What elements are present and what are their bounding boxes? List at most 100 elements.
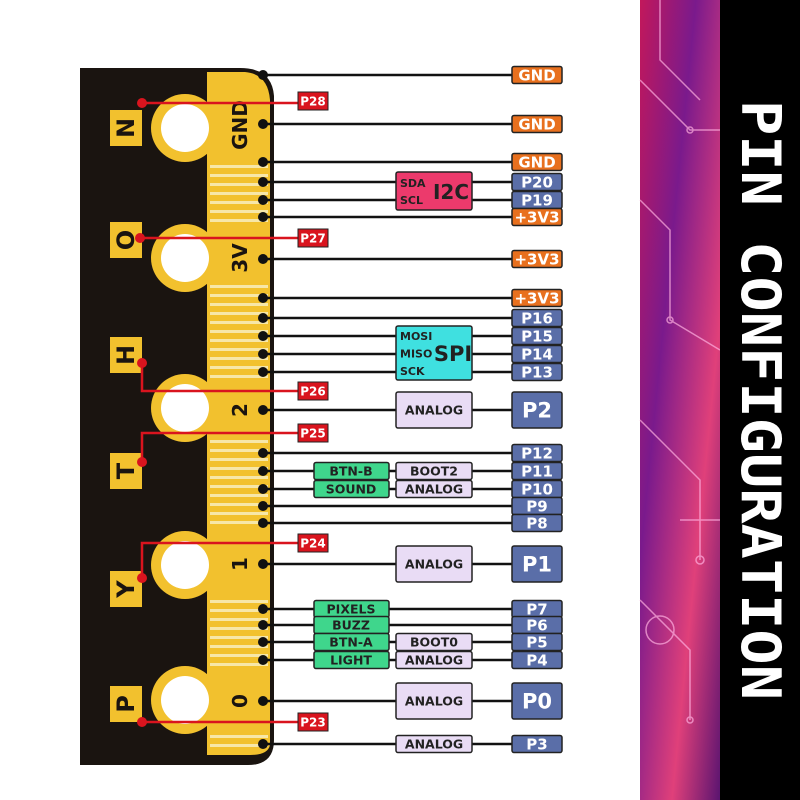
pin-dot [258, 349, 268, 359]
pin-dot [258, 655, 268, 665]
extra-pin-label: P24 [300, 537, 326, 551]
connector-stripe [210, 654, 268, 657]
pin-dot [258, 367, 268, 377]
connector-stripe [210, 294, 268, 297]
feature-box [313, 479, 390, 499]
pin-dot [258, 518, 268, 528]
extra-pin-label: P28 [300, 95, 326, 109]
function-label: ANALOG [405, 694, 463, 709]
connector-stripe [210, 183, 268, 186]
pin-badge [511, 545, 563, 583]
connector-stripe [210, 476, 268, 479]
pad-label: 1 [228, 557, 252, 571]
board-letter: P [112, 695, 140, 713]
pin-badge [511, 632, 563, 652]
pin-dot [258, 212, 268, 222]
pin-dot [258, 448, 268, 458]
pin-label: P19 [521, 192, 553, 210]
connector-stripe [210, 744, 268, 747]
pad-label: 3V [228, 243, 252, 273]
connector-stripe [210, 366, 268, 369]
function-label: ANALOG [405, 482, 463, 497]
pin-badge [511, 249, 563, 269]
pin-label: GND [518, 67, 555, 85]
pin-badge [511, 308, 563, 328]
pin-label: +3V3 [514, 251, 559, 269]
pin-label: GND [518, 116, 555, 134]
pin-label: P8 [526, 515, 547, 533]
i2c-label: I2C [433, 180, 469, 204]
extra-pin-dot [137, 717, 147, 727]
pin-badge [511, 461, 563, 481]
extra-pin-dot [137, 358, 147, 368]
pin-label: P12 [521, 445, 553, 463]
extra-pin-wire [140, 363, 298, 393]
pin-dot [258, 501, 268, 511]
extra-pin-wire [140, 431, 298, 462]
pin-label: P13 [521, 364, 553, 382]
connector-stripe [210, 303, 268, 306]
pin-badge [511, 207, 563, 227]
feature-label: LIGHT [330, 653, 372, 668]
pin-label: P7 [526, 601, 547, 619]
extra-pin-label: P26 [300, 385, 326, 399]
connector-stripe [210, 627, 268, 630]
pad-hole [161, 541, 209, 589]
function-box [395, 461, 473, 481]
pad-hole [161, 104, 209, 152]
connector-stripe [210, 645, 268, 648]
connector-stripe [210, 321, 268, 324]
connector-stripe [210, 165, 268, 168]
board-letter: Y [112, 580, 140, 599]
connector-stripe [210, 201, 268, 204]
i2c-box [395, 171, 473, 211]
pin-badge [511, 443, 563, 463]
title-strip [720, 0, 800, 800]
pin-label: P15 [521, 328, 553, 346]
circuit-artwork [640, 0, 720, 800]
pin-dot [258, 313, 268, 323]
pin-label: +3V3 [514, 290, 559, 308]
extra-pin-label: P27 [300, 232, 326, 246]
letter-box [110, 110, 142, 146]
pad-label: 2 [228, 403, 252, 417]
connector-stripe [210, 467, 268, 470]
page-title: PIN CONFIGURATION [729, 100, 792, 700]
pin-badge [511, 734, 563, 754]
function-box [395, 734, 473, 754]
pin-badge [511, 65, 563, 85]
connector-stripe [210, 357, 268, 360]
function-box [395, 391, 473, 429]
pin-dot [258, 254, 268, 264]
connector-stripe [210, 485, 268, 488]
connector-stripe [210, 210, 268, 213]
extra-pin-label: P25 [300, 427, 326, 441]
extra-pin-badge [297, 423, 329, 443]
function-label: BOOT2 [410, 464, 458, 479]
connector-stripe [210, 663, 268, 666]
pin-badge [511, 650, 563, 670]
pin-dot [258, 177, 268, 187]
pin-dot [258, 293, 268, 303]
pin-badge [511, 326, 563, 346]
pin-dot [258, 405, 268, 415]
pin-dot [258, 637, 268, 647]
connector-stripe [210, 440, 268, 443]
pin-dot [258, 696, 268, 706]
connector-stripe [210, 348, 268, 351]
pin-label: P2 [522, 399, 552, 423]
feature-box [313, 632, 390, 652]
function-box [395, 545, 473, 583]
pin-label: GND [518, 154, 555, 172]
board-letter: T [112, 462, 140, 479]
connector-stripe [210, 521, 268, 524]
pad-hole [161, 676, 209, 724]
connector-stripe [210, 618, 268, 621]
pin-label: P6 [526, 617, 547, 635]
pin-dot [258, 739, 268, 749]
pin-label: P3 [526, 736, 547, 754]
pad-label: GND [228, 100, 252, 150]
pad-label: 0 [228, 694, 252, 708]
pin-badge [511, 172, 563, 192]
function-label: ANALOG [405, 557, 463, 572]
